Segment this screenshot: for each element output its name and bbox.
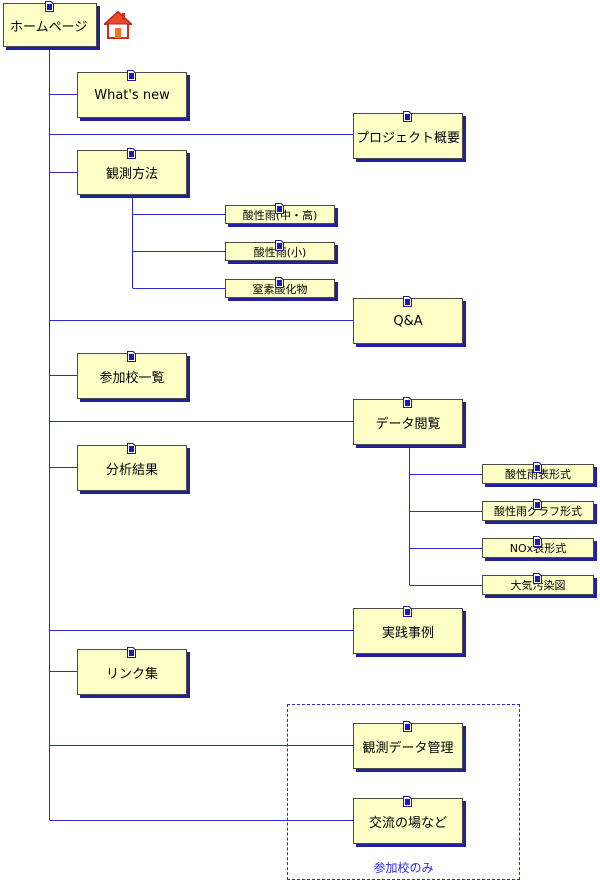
node-acid-rain-small[interactable]: 酸性雨(小) [225, 240, 335, 261]
node-air-pollution-map[interactable]: 大気汚染図 [482, 573, 594, 595]
node-label: 観測データ管理 [362, 740, 454, 756]
node-label: 酸性雨グラフ形式 [494, 505, 582, 518]
node-exchange-space[interactable]: 交流の場など [353, 796, 463, 844]
node-practice-cases[interactable]: 実践事例 [353, 606, 463, 654]
node-whats-new[interactable]: What's new [77, 70, 187, 118]
node-qa[interactable]: Q&A [353, 296, 463, 344]
node-acid-rain-mid-high[interactable]: 酸性雨(中・高) [225, 203, 335, 224]
page-icon [403, 397, 412, 408]
page-icon [403, 296, 412, 307]
node-label: データ閲覧 [375, 416, 441, 432]
page-icon [403, 606, 412, 617]
node-nitrogen-oxides[interactable]: 窒素酸化物 [225, 277, 335, 298]
page-icon [127, 70, 136, 81]
node-data-view[interactable]: データ閲覧 [353, 397, 463, 445]
page-icon [403, 111, 412, 122]
node-label: 参加校一覧 [99, 370, 165, 386]
node-participating-schools[interactable]: 参加校一覧 [77, 351, 187, 399]
node-label: プロジェクト概要 [355, 130, 460, 146]
page-icon [403, 796, 412, 807]
participants-only-group: 参加校のみ [287, 704, 520, 880]
group-label: 参加校のみ [373, 861, 434, 875]
node-label: Q&A [393, 313, 423, 329]
page-icon [127, 148, 136, 159]
node-nox-table[interactable]: NOx表形式 [482, 536, 594, 558]
page-icon [127, 351, 136, 362]
page-icon [127, 443, 136, 454]
node-links[interactable]: リンク集 [77, 647, 187, 695]
node-label: 分析結果 [105, 462, 158, 478]
node-observation-data-management[interactable]: 観測データ管理 [353, 721, 463, 769]
node-label: 実践事例 [381, 625, 434, 641]
node-analysis-results[interactable]: 分析結果 [77, 443, 187, 491]
node-label: What's new [94, 87, 170, 103]
node-label: 酸性雨表形式 [505, 468, 571, 481]
node-acid-rain-graph[interactable]: 酸性雨グラフ形式 [482, 499, 594, 521]
home-icon [104, 10, 132, 39]
node-label: 酸性雨(小) [253, 245, 307, 259]
node-label: 酸性雨(中・高) [242, 208, 318, 222]
node-label: 窒素酸化物 [252, 282, 308, 296]
node-observation-method[interactable]: 観測方法 [77, 148, 187, 195]
node-label: 観測方法 [105, 167, 158, 182]
node-label: 交流の場など [368, 815, 447, 831]
page-icon [403, 721, 412, 732]
node-label: リンク集 [105, 666, 158, 682]
page-icon [45, 1, 54, 12]
node-acid-rain-table[interactable]: 酸性雨表形式 [482, 462, 594, 484]
page-icon [127, 647, 136, 658]
node-label: 大気汚染図 [510, 579, 566, 592]
root-node-homepage[interactable]: ホームページ [3, 1, 97, 47]
node-project-overview[interactable]: プロジェクト概要 [353, 111, 463, 159]
root-node-label: ホームページ [10, 19, 88, 35]
node-label: NOx表形式 [509, 542, 567, 555]
